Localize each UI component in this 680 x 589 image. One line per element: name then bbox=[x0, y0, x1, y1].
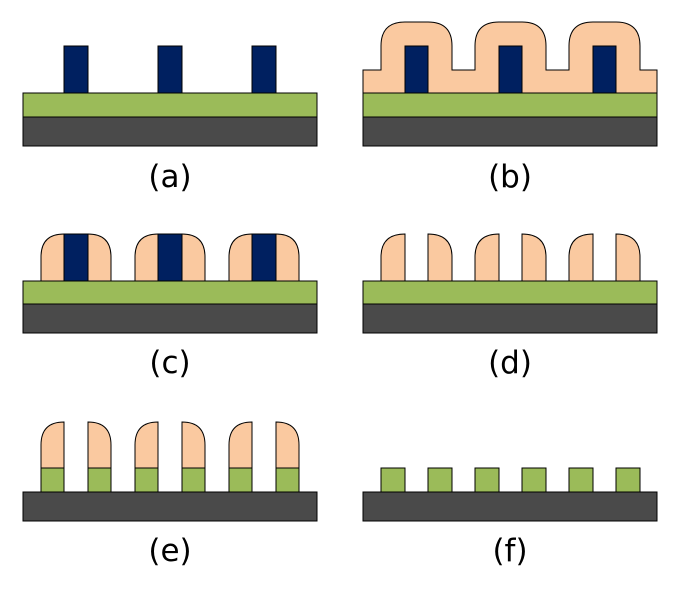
panel-label-c: (c) bbox=[149, 345, 190, 381]
panel-b: (b) bbox=[362, 21, 658, 195]
mandrel-1 bbox=[63, 45, 89, 94]
panel-label-d: (d) bbox=[488, 345, 532, 381]
spacer-3 bbox=[134, 421, 159, 469]
spacer-2 bbox=[87, 421, 112, 469]
panel-d: (d) bbox=[362, 233, 658, 381]
spacer-4 bbox=[521, 233, 547, 282]
film-line-6 bbox=[615, 467, 641, 493]
mandrel-3 bbox=[592, 45, 617, 94]
film-layer bbox=[362, 92, 658, 118]
panel-label-f: (f) bbox=[492, 533, 527, 569]
film-layer bbox=[362, 280, 658, 305]
film-line-5 bbox=[568, 467, 594, 493]
film-line-1 bbox=[380, 467, 406, 493]
spacer-1 bbox=[40, 421, 65, 469]
film-line-3 bbox=[134, 467, 159, 493]
film-line-5 bbox=[228, 467, 253, 493]
film-line-4 bbox=[521, 467, 547, 493]
substrate-layer bbox=[362, 116, 658, 147]
mandrel-1 bbox=[404, 45, 429, 94]
spacer-1 bbox=[380, 233, 406, 282]
mandrel-3 bbox=[251, 233, 277, 282]
film-line-1 bbox=[40, 467, 65, 493]
mandrel-3 bbox=[251, 45, 277, 94]
film-line-2 bbox=[87, 467, 112, 493]
film-layer bbox=[22, 92, 318, 118]
film-line-4 bbox=[181, 467, 206, 493]
spacer-5 bbox=[568, 233, 594, 282]
panel-c: (c) bbox=[22, 233, 318, 381]
spacer-6 bbox=[275, 421, 300, 469]
film-line-6 bbox=[275, 467, 300, 493]
mandrel-2 bbox=[157, 233, 183, 282]
substrate-layer bbox=[22, 303, 318, 334]
spacer-6 bbox=[615, 233, 641, 282]
film-layer bbox=[22, 280, 318, 305]
spacer-3 bbox=[474, 233, 500, 282]
substrate-layer bbox=[362, 491, 658, 522]
mandrel-2 bbox=[498, 45, 523, 94]
panel-label-a: (a) bbox=[148, 159, 191, 195]
panel-label-e: (e) bbox=[148, 533, 191, 569]
spacer-2 bbox=[427, 233, 453, 282]
panel-a: (a) bbox=[22, 45, 318, 195]
substrate-layer bbox=[362, 303, 658, 334]
mandrel-1 bbox=[63, 233, 89, 282]
substrate-layer bbox=[22, 491, 318, 522]
film-line-2 bbox=[427, 467, 453, 493]
substrate-layer bbox=[22, 116, 318, 147]
panel-label-b: (b) bbox=[488, 159, 532, 195]
film-line-3 bbox=[474, 467, 500, 493]
spacer-4 bbox=[181, 421, 206, 469]
panel-e: (e) bbox=[22, 421, 318, 569]
mandrel-2 bbox=[157, 45, 183, 94]
panel-f: (f) bbox=[362, 467, 658, 569]
spacer-5 bbox=[228, 421, 253, 469]
